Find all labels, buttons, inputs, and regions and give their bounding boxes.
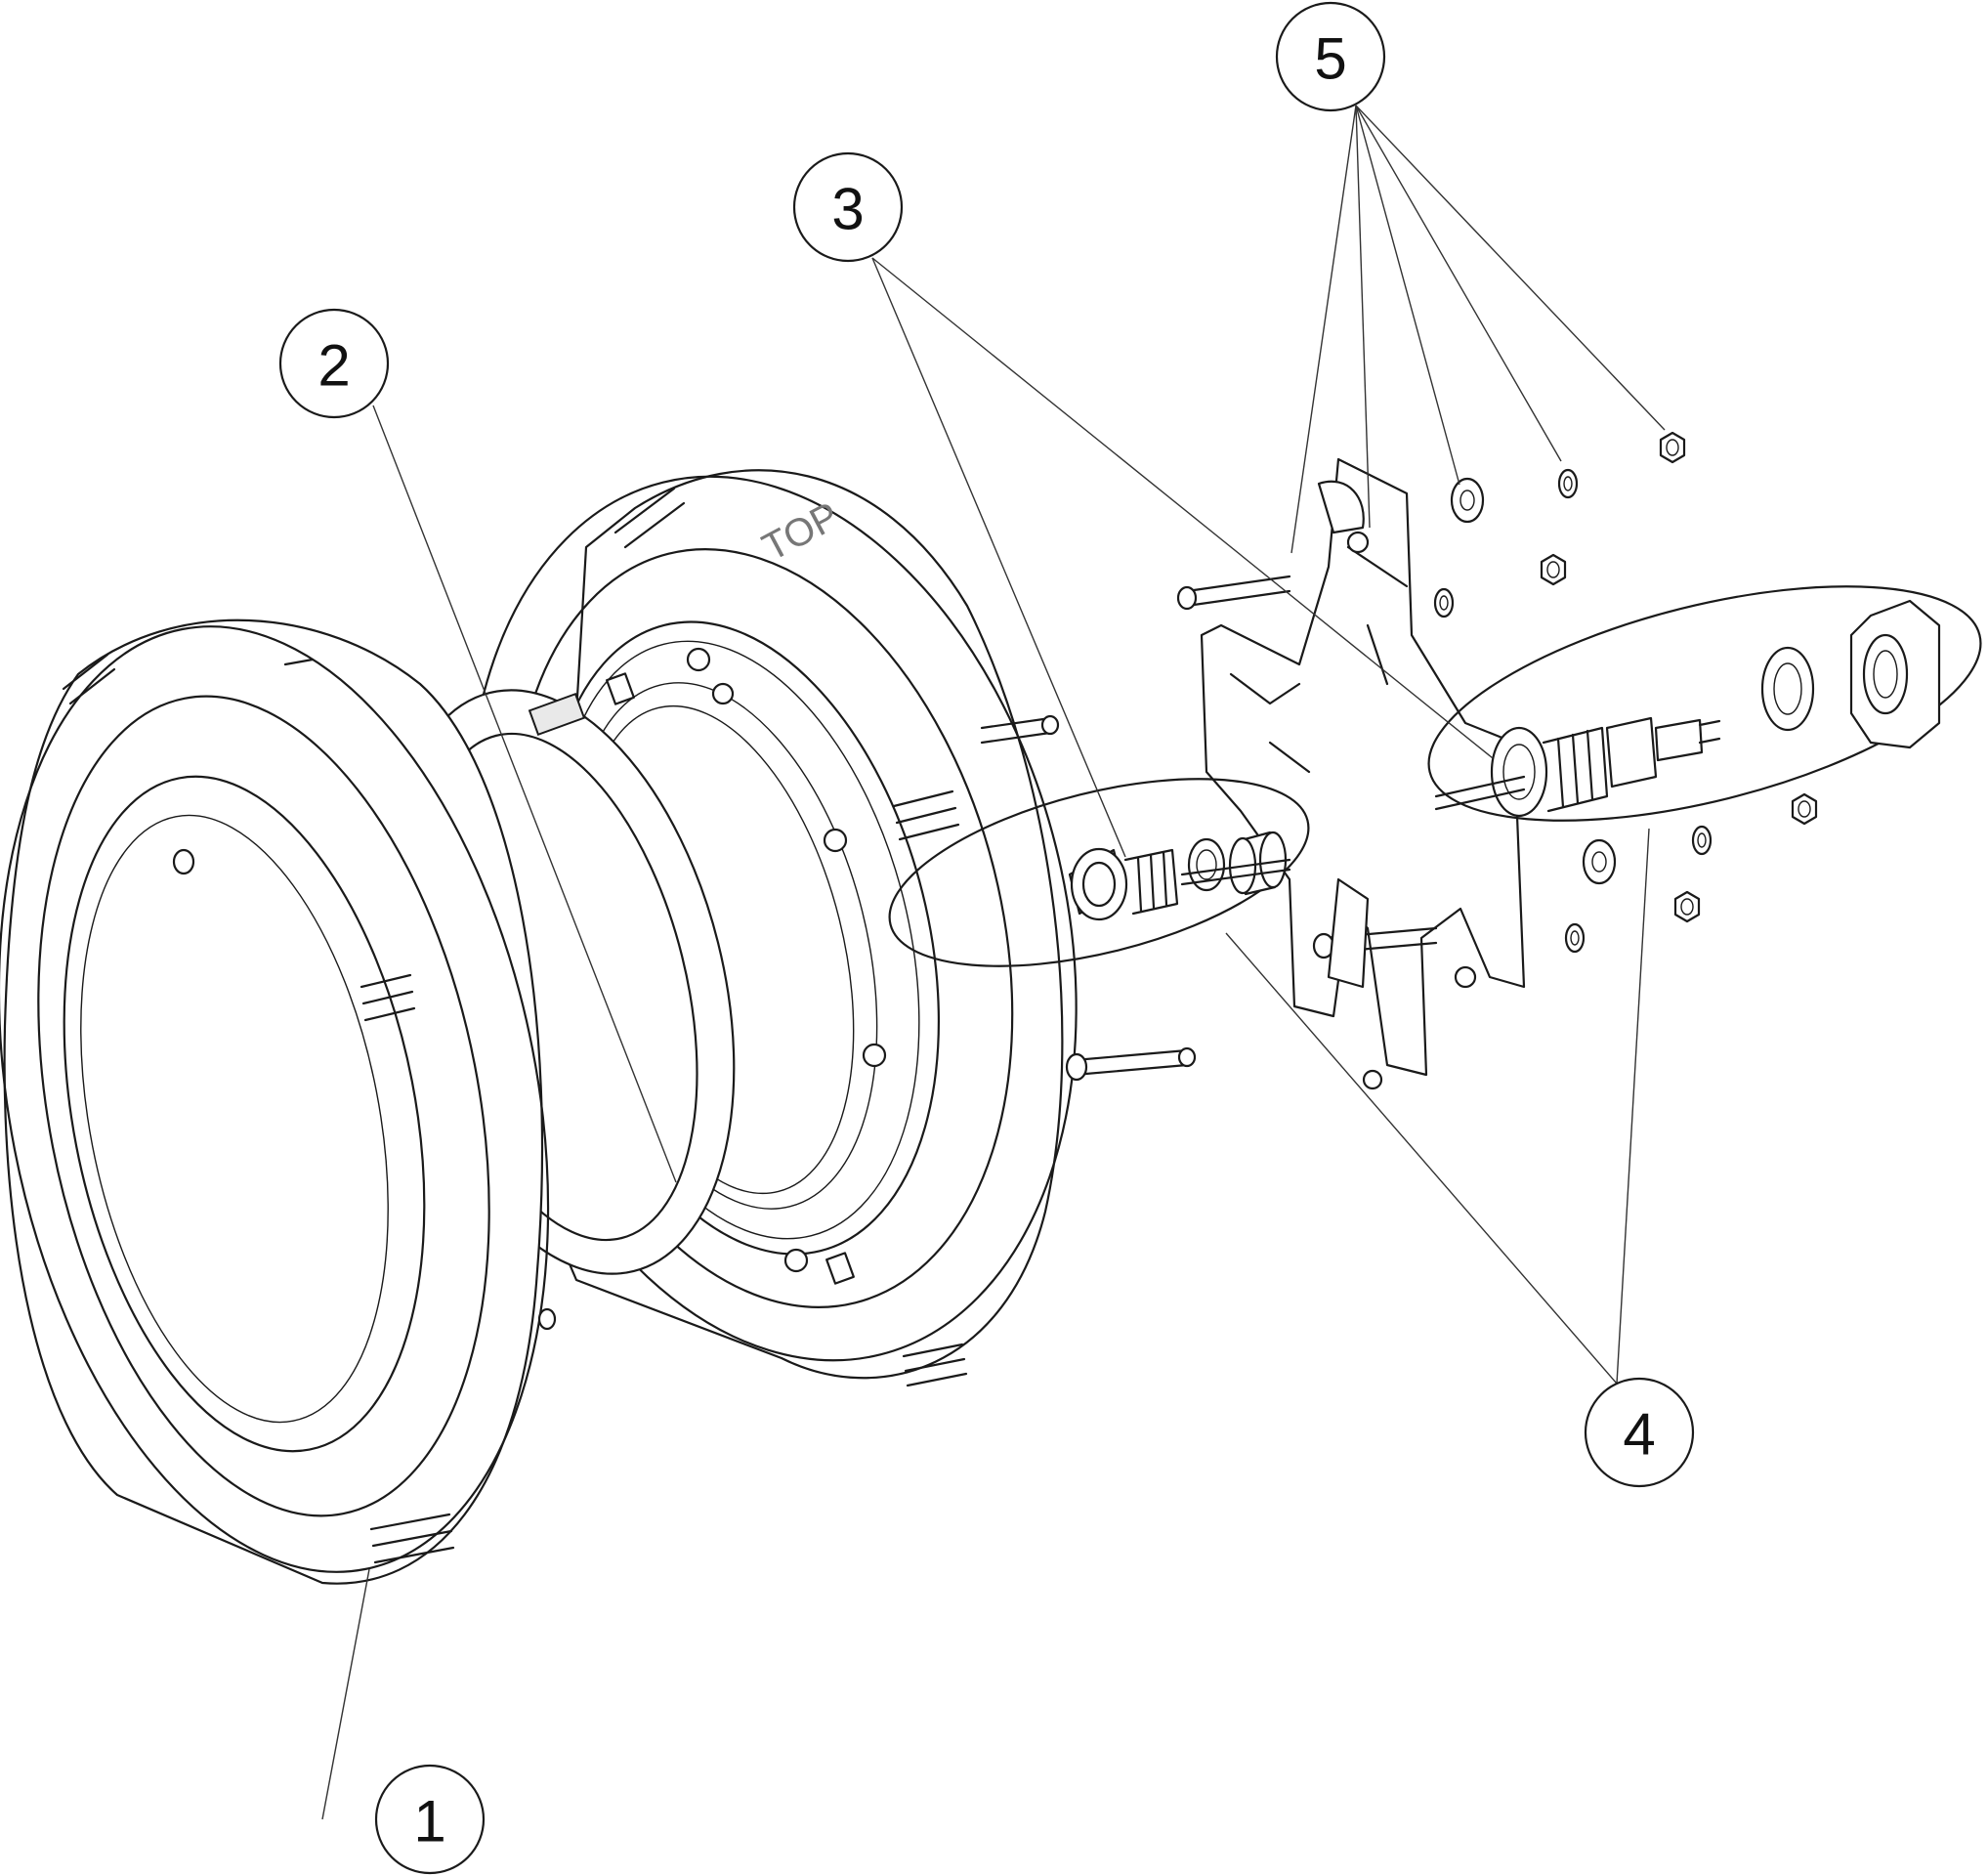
part-nuts-washers [1433, 431, 1818, 954]
callout-2-label: 2 [317, 333, 350, 399]
callout-3-label: 3 [831, 177, 864, 242]
part-front-cover [0, 618, 557, 1585]
callout-4: 4 [1584, 1377, 1695, 1488]
callout-2: 2 [278, 308, 390, 419]
callout-1: 1 [374, 1764, 486, 1875]
callout-4-label: 4 [1623, 1402, 1655, 1468]
callout-1-label: 1 [413, 1789, 445, 1855]
callout-5-label: 5 [1314, 26, 1346, 92]
callout-5: 5 [1275, 1, 1386, 112]
leader-lines [321, 105, 1666, 1820]
part-mounting-bracket [1176, 457, 1526, 1090]
callout-3: 3 [792, 151, 904, 263]
part-cable-gland-left [888, 778, 1310, 967]
part-cable-gland-right [1427, 585, 1982, 822]
